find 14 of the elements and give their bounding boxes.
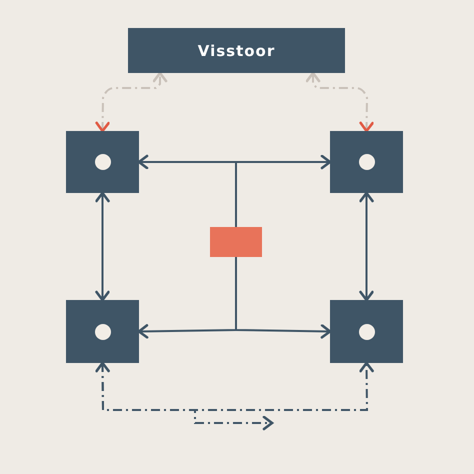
arrow: [235, 154, 332, 227]
title-banner: [128, 28, 345, 73]
square-node: [66, 131, 139, 193]
arrow: [235, 257, 332, 339]
square-node: [66, 300, 139, 363]
rect-node: [210, 227, 262, 257]
square-node: [330, 300, 403, 363]
arrow: [95, 72, 168, 132]
arrow: [95, 362, 374, 411]
arrow: [359, 192, 374, 302]
square-node: [330, 131, 403, 193]
arrow: [95, 192, 110, 302]
arrow: [306, 72, 374, 132]
title-text: Visstoor: [198, 42, 276, 60]
